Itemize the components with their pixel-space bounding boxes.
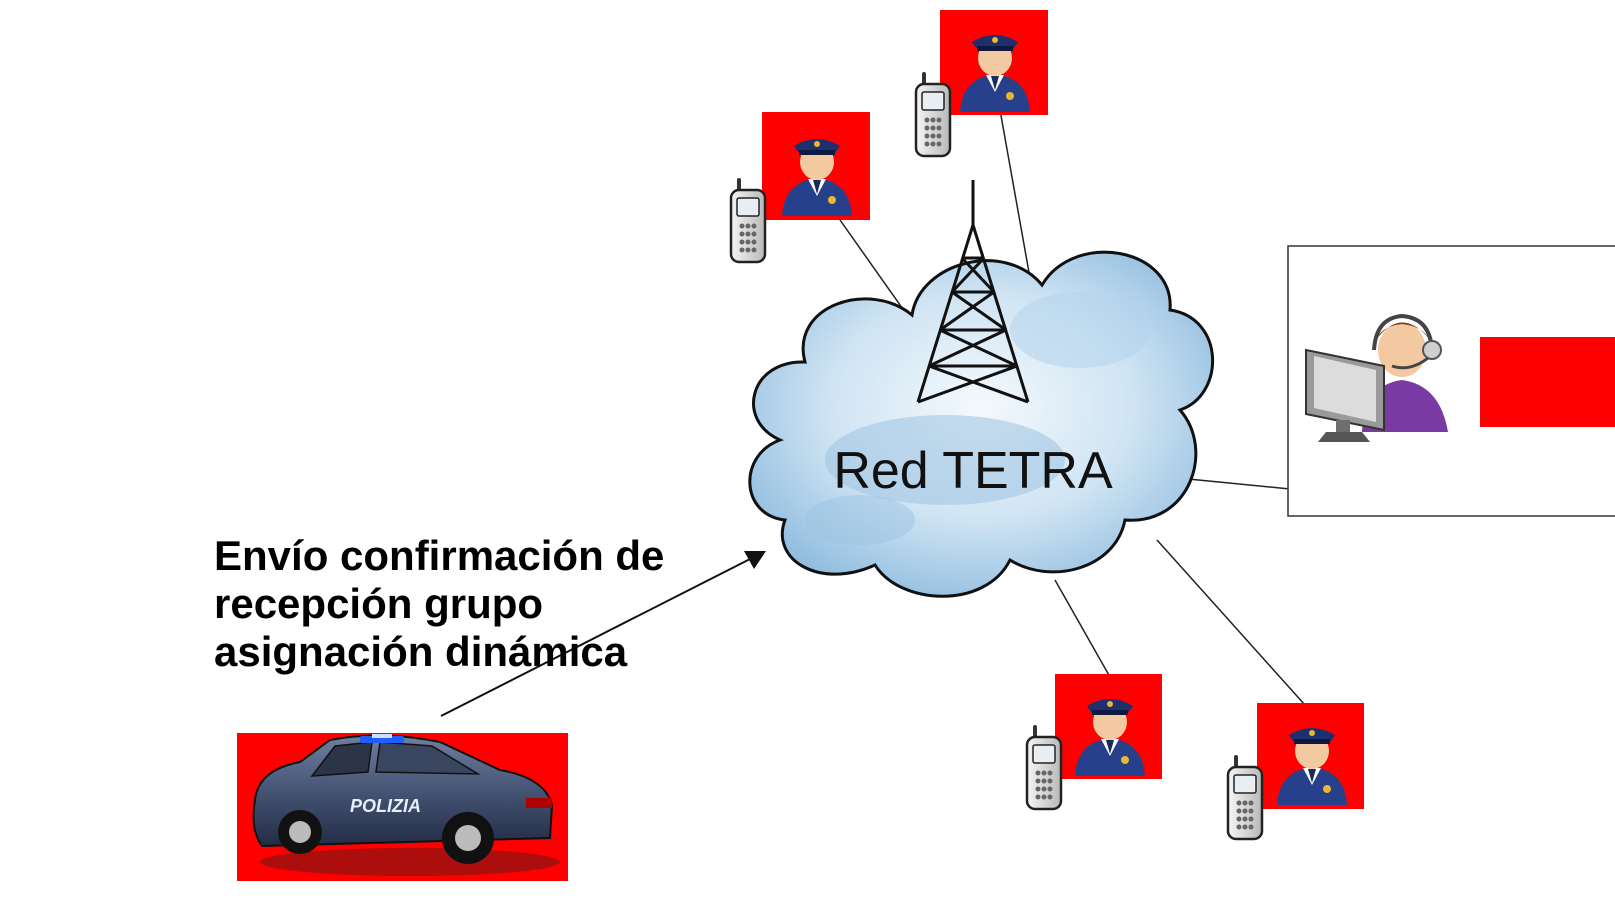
- officer-unit-4: [1257, 703, 1364, 809]
- police-car-unit: POLIZIA: [237, 733, 568, 881]
- dispatch-center: [1287, 245, 1615, 517]
- link-officer-4: [1156, 539, 1306, 706]
- antenna-tower-icon: [916, 180, 1030, 404]
- link-dispatch: [1177, 477, 1291, 490]
- confirmation-caption: Envío confirmación de recepción grupo as…: [214, 532, 664, 676]
- link-officer-3: [1054, 579, 1111, 678]
- handset-icon: [1025, 723, 1063, 811]
- handset-icon: [729, 176, 767, 264]
- car-label: POLIZIA: [350, 796, 421, 816]
- monitor-icon: [1305, 348, 1385, 442]
- handset-icon: [914, 70, 952, 158]
- officer-unit-3: [1055, 674, 1162, 779]
- tetra-cloud: [748, 250, 1214, 598]
- link-officer-2: [999, 109, 1031, 279]
- caption-line-2: recepción grupo: [214, 580, 544, 627]
- caption-line-1: Envío confirmación de: [214, 532, 665, 579]
- connection-lines: [839, 109, 1306, 706]
- caption-line-3: asignación dinámica: [214, 628, 628, 675]
- network-label: Red TETRA: [833, 442, 1113, 500]
- confirmation-arrow: [440, 551, 766, 717]
- officer-unit-1: [762, 112, 870, 220]
- handset-icon: [1226, 753, 1264, 841]
- highlight-box: [1480, 337, 1615, 427]
- link-officer-1: [839, 219, 906, 313]
- officer-unit-2: [940, 10, 1048, 115]
- police-car-icon: POLIZIA: [252, 734, 554, 864]
